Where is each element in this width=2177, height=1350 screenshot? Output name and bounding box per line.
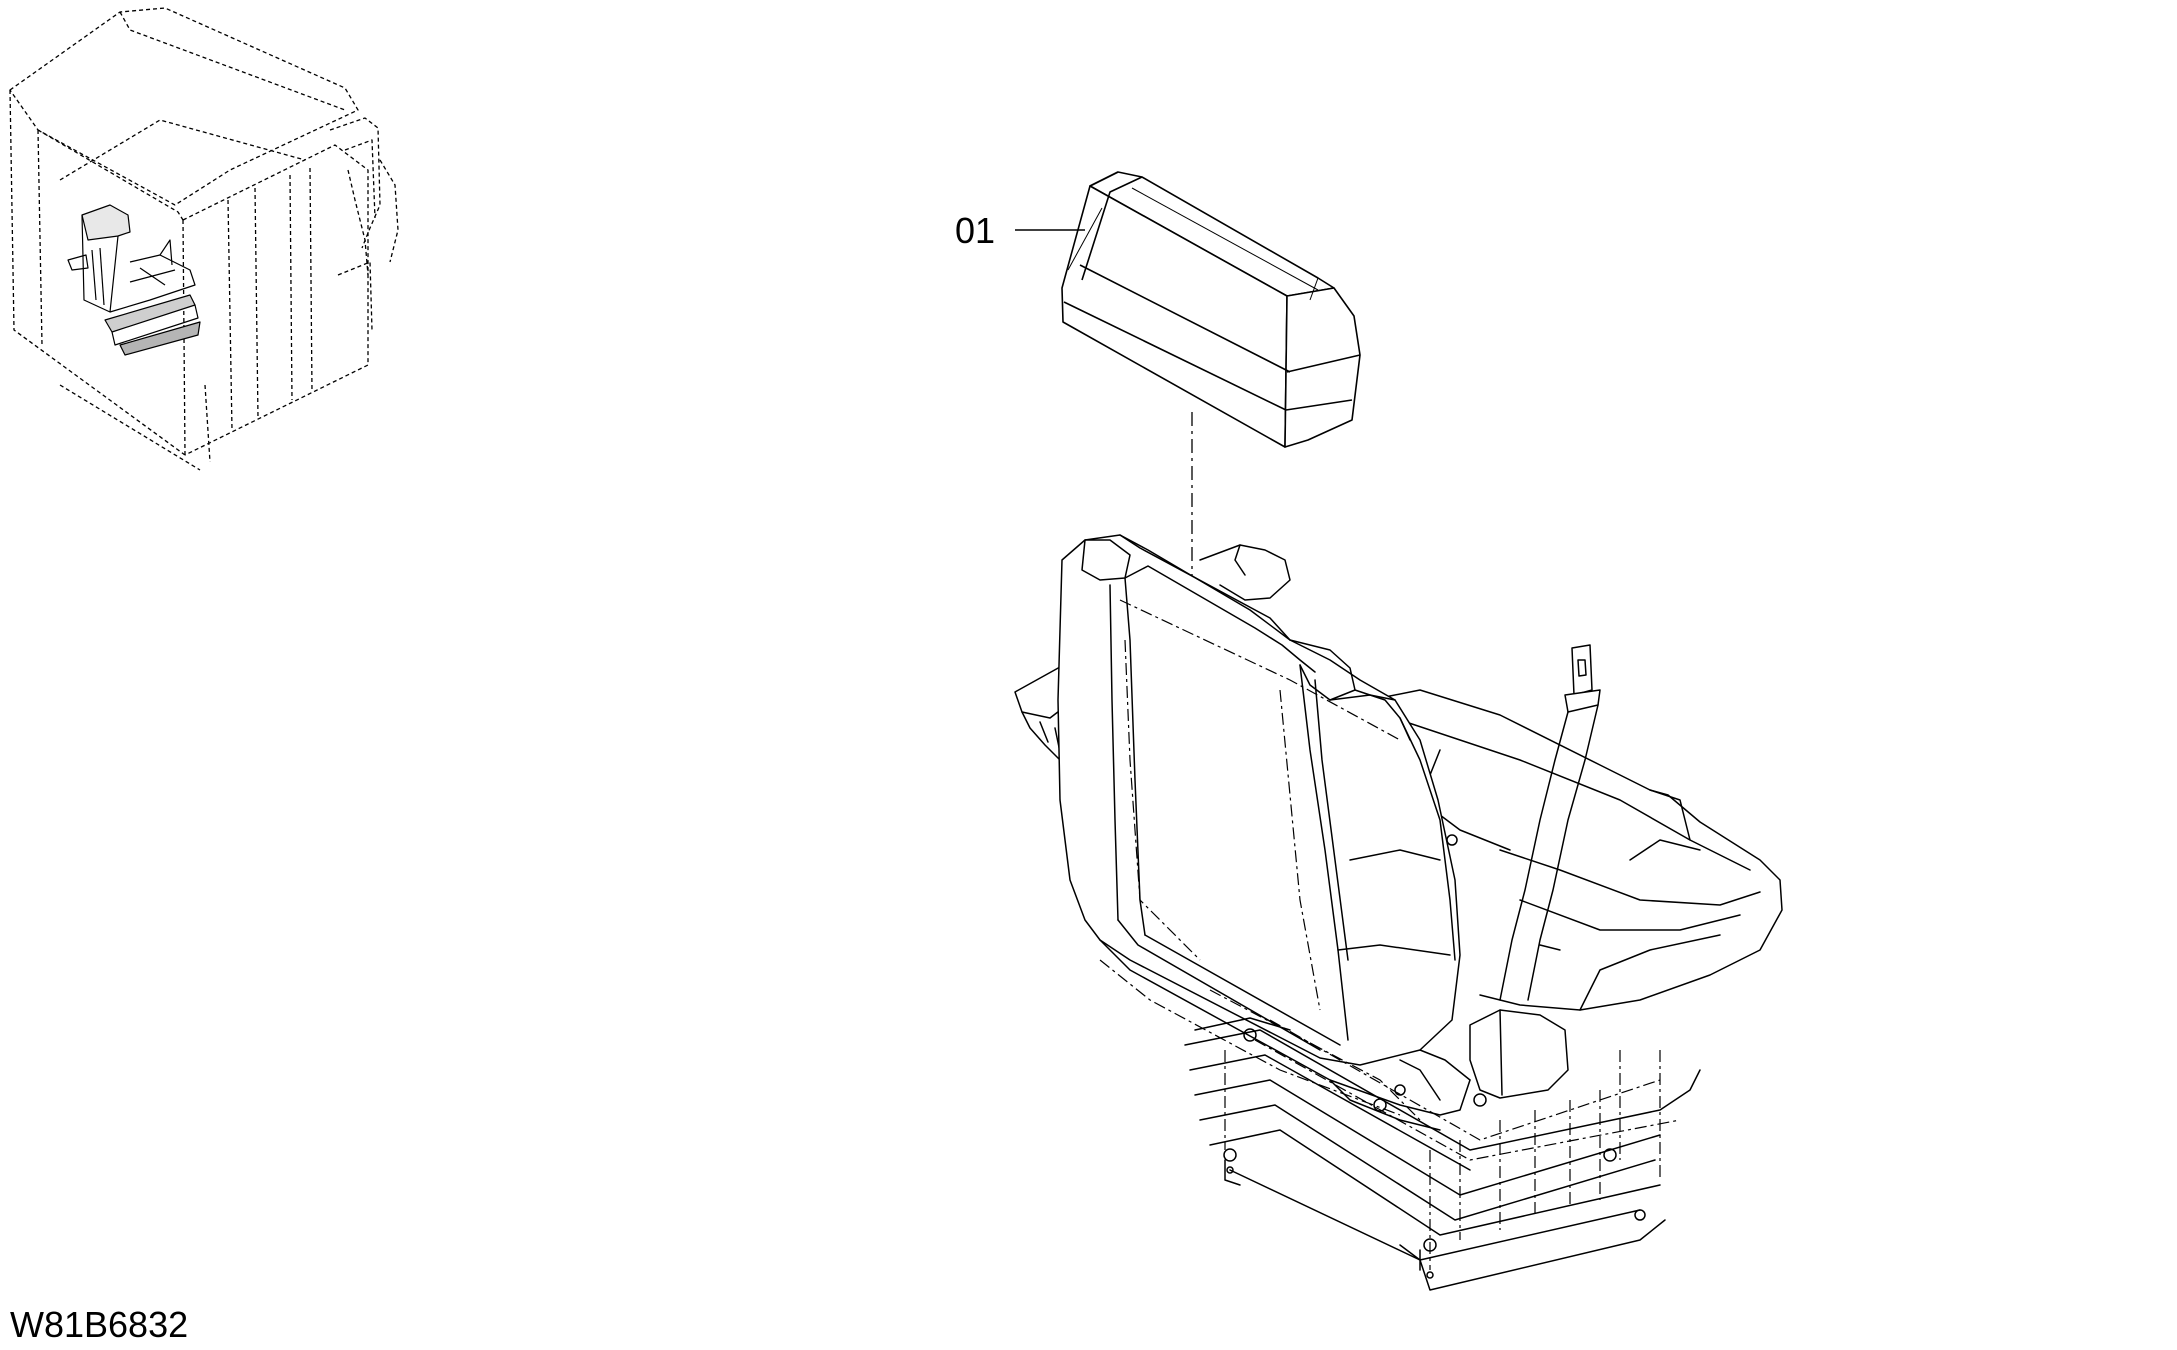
seat-hidden-lines [1099, 599, 1681, 1270]
seat-assembly-illustration [1014, 534, 1783, 1291]
part-callout-label: 01 [955, 210, 995, 251]
drawing-code-label: W81B6832 [10, 1304, 188, 1345]
headrest-part [1061, 171, 1361, 448]
cab-seat-locator-illustration [67, 204, 201, 356]
cab-overview-illustration [9, 7, 399, 471]
